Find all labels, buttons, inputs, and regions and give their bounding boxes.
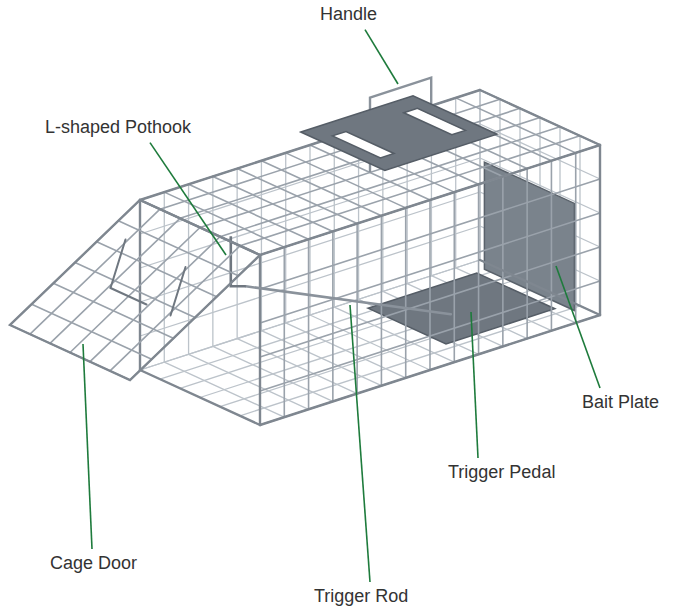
wire	[118, 221, 238, 276]
trigger-rod	[246, 286, 451, 314]
wire	[479, 90, 480, 260]
wire	[332, 231, 334, 401]
wire	[381, 216, 383, 386]
leader-lines	[83, 30, 600, 582]
leader-line	[365, 30, 398, 84]
frame-edge	[259, 255, 261, 425]
handle-plate	[301, 96, 497, 171]
handle-slot	[404, 108, 466, 134]
wire	[164, 192, 165, 362]
door-frame	[10, 200, 260, 380]
wire	[480, 90, 600, 145]
wire	[599, 145, 600, 315]
wire	[259, 255, 261, 425]
part-label: Handle	[320, 4, 377, 26]
part-label: L-shaped Pothook	[45, 117, 191, 139]
wire	[579, 136, 580, 306]
frame-edge	[599, 145, 601, 315]
wire	[53, 283, 173, 338]
frame-edge	[260, 315, 600, 425]
wire	[75, 263, 195, 318]
cage-wire-far	[140, 90, 600, 425]
wire	[453, 192, 455, 362]
wire	[212, 176, 213, 346]
door-spring	[171, 267, 186, 316]
leader-line	[556, 266, 600, 388]
part-label: Trigger Pedal	[448, 462, 555, 484]
wire	[575, 153, 577, 323]
wire	[599, 145, 601, 315]
wire	[97, 242, 217, 297]
cage-wire-near	[140, 90, 600, 425]
wire	[334, 137, 335, 307]
door-latch	[111, 288, 147, 305]
wire	[479, 90, 480, 260]
wire	[309, 145, 310, 315]
wire	[502, 176, 504, 346]
part-label: Bait Plate	[582, 392, 659, 414]
frame-edge	[480, 90, 600, 145]
leader-line	[83, 344, 92, 549]
wire	[356, 224, 358, 394]
door-spring	[111, 240, 126, 289]
part-label: Trigger Rod	[314, 586, 408, 608]
leader-line	[350, 305, 370, 582]
wire	[285, 153, 286, 323]
wire	[478, 184, 480, 354]
cage-handle	[301, 78, 497, 173]
wire	[551, 161, 553, 331]
wire	[32, 304, 152, 359]
part-label: Cage Door	[50, 553, 137, 575]
wire	[308, 239, 310, 409]
wire	[236, 169, 237, 339]
frame-edge	[260, 145, 600, 255]
wire	[70, 228, 200, 353]
frame-edge	[480, 260, 600, 315]
leader-line	[471, 312, 478, 458]
wire	[283, 247, 285, 417]
frame-edge	[140, 370, 260, 425]
cage-door-wire	[10, 200, 260, 380]
wire	[526, 169, 528, 339]
wire	[188, 184, 189, 354]
handle-slot	[332, 132, 394, 158]
wire	[429, 200, 431, 370]
leader-line	[150, 143, 226, 255]
wire	[405, 208, 407, 378]
